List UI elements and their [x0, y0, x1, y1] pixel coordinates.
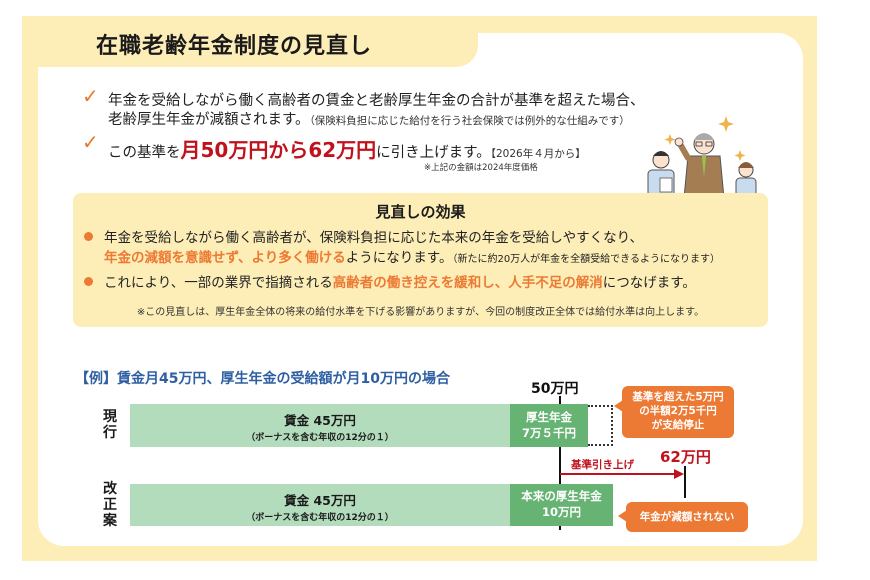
- revised-wage-label: 賃金 45万円: [284, 493, 356, 508]
- row-label-revised: 改正案: [103, 481, 117, 529]
- effects-item1-highlight: 年金の減額を意識せず、より多く働ける: [104, 250, 346, 266]
- effects-item1-line1: 年金を受給しながら働く高齢者が、保険料負担に応じた本来の年金を受給しやすくなり、: [104, 230, 644, 246]
- threshold-50-line: [559, 396, 561, 530]
- intro-bullet2-prefix: この基準を: [108, 145, 181, 161]
- effects-box: 見直しの効果 年金を受給しながら働く高齢者が、保険料負担に応じた本来の年金を受給…: [73, 193, 768, 327]
- threshold-raise-arrow: [560, 473, 674, 475]
- revised-pension-line1: 本来の厚生年金: [521, 489, 602, 503]
- effects-item2-highlight: 高齢者の働き控えを緩和し、人手不足の解消: [332, 275, 603, 291]
- effects-item2: これにより、一部の業界で指摘される高齢者の働き控えを緩和し、人手不足の解消につな…: [104, 271, 696, 291]
- current-pension-bar: 厚生年金 7万５千円: [510, 404, 588, 447]
- example-title: 【例】賃金月45万円、厚生年金の受給額が月10万円の場合: [75, 371, 450, 387]
- threshold-raise-label: 基準引き上げ: [571, 459, 634, 471]
- effects-item2-prefix: これにより、一部の業界で指摘される: [104, 275, 333, 291]
- suspension-callout-line1: 基準を超えた5万円: [632, 391, 724, 403]
- row-label-current: 現行: [103, 409, 117, 441]
- price-footnote: ※上記の金額は2024年度価格: [424, 163, 538, 173]
- intro-bullet1-note: （保険料負担に応じた給付を行う社会保険では例外的な仕組みです）: [309, 115, 630, 127]
- effective-date: 【2026年４月から】: [490, 148, 586, 160]
- bullet-dot-icon: [84, 232, 93, 241]
- intro-bullet1-line1: 年金を受給しながら働く高齢者の賃金と老齢厚生年金の合計が基準を超えた場合、: [108, 93, 645, 109]
- revised-wage-bar: 賃金 45万円 （ボーナスを含む年収の12分の１）: [130, 484, 510, 526]
- page-title: 在職老齢年金制度の見直し: [96, 34, 373, 59]
- bullet-dot-icon: [84, 277, 93, 286]
- current-wage-bar: 賃金 45万円 （ボーナスを含む年収の12分の１）: [130, 404, 510, 447]
- intro-bullet1-line2: 老齢厚生年金が減額されます。（保険料負担に応じた給付を行う社会保険では例外的な仕…: [108, 108, 630, 129]
- title-tab: 在職老齢年金制度の見直し: [22, 16, 478, 67]
- suspension-callout-line3: が支給停止: [651, 419, 705, 431]
- current-pension-line2: 7万５千円: [521, 426, 576, 440]
- intro-bullet1-text: 老齢厚生年金が減額されます。: [108, 112, 310, 128]
- revised-pension-line2: 10万円: [541, 505, 581, 519]
- intro-bullet2: この基準を月50万円から62万円に引き上げます。【2026年４月から】: [108, 134, 586, 163]
- current-wage-sub: （ボーナスを含む年収の12分の１）: [246, 433, 394, 443]
- current-wage-label: 賃金 45万円: [284, 413, 356, 428]
- arrow-head-icon: [674, 469, 684, 479]
- no-reduction-callout: 年金が減額されない: [618, 502, 748, 532]
- threshold-62-line: [684, 466, 686, 498]
- effects-item1-line2: 年金の減額を意識せず、より多く働けるようになります。（新たに約20万人が年金を全…: [104, 246, 720, 266]
- checkmark-icon: ✓: [82, 84, 99, 108]
- revised-wage-sub: （ボーナスを含む年収の12分の１）: [246, 513, 394, 523]
- effects-heading: 見直しの効果: [375, 203, 466, 221]
- suspension-callout-line2: の半額2万5千円: [639, 405, 717, 417]
- effects-footnote: ※この見直しは、厚生年金全体の将来の給付水準を下げる影響がありますが、今回の制度…: [136, 307, 705, 318]
- threshold-change-highlight: 月50万円から62万円: [180, 138, 377, 162]
- checkmark-icon: ✓: [82, 130, 99, 154]
- effects-item1-note: （新たに約20万人が年金を全額受給できるようになります）: [452, 254, 720, 265]
- effects-item1-suffix: ようになります。: [345, 250, 453, 266]
- intro-bullet2-suffix: に引き上げます。: [376, 145, 491, 161]
- effects-item2-suffix: につなげます。: [602, 275, 696, 291]
- revised-pension-bar: 本来の厚生年金 10万円: [510, 484, 613, 526]
- threshold-50-label: 50万円: [531, 381, 579, 397]
- current-pension-line1: 厚生年金: [526, 410, 572, 424]
- suspension-callout: 基準を超えた5万円 の半額2万5千円 が支給停止: [614, 386, 734, 438]
- suspended-amount-box: [588, 405, 613, 446]
- threshold-62-label: 62万円: [660, 448, 711, 466]
